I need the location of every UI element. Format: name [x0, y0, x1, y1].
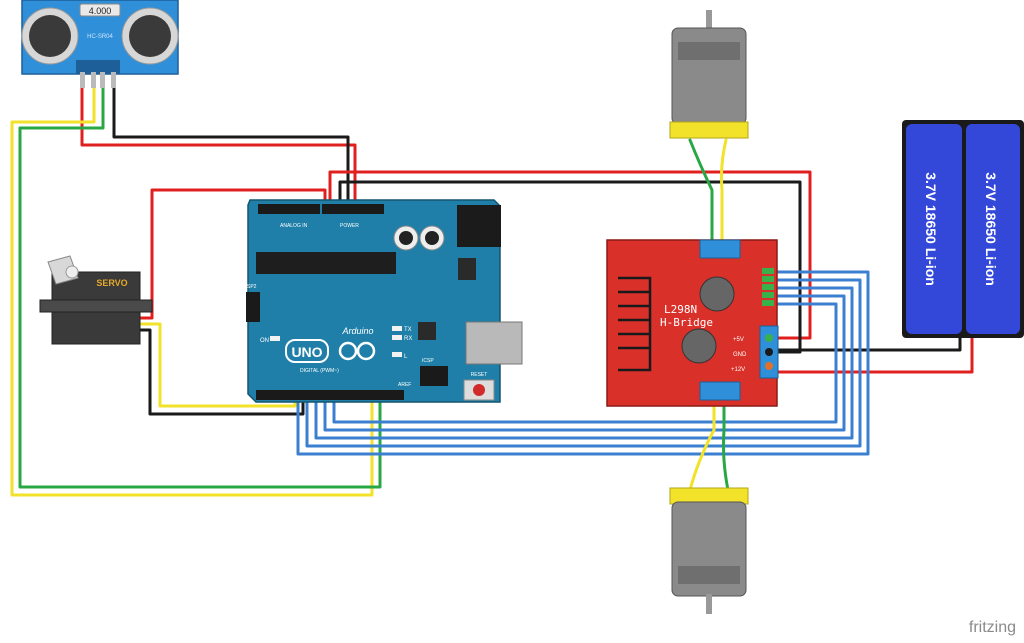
driver-name-label: L298N	[664, 303, 697, 316]
driver-heatsink	[618, 276, 652, 372]
driver-5v-label: +5V	[733, 337, 744, 343]
arduino-analog-label: ANALOG IN	[280, 223, 308, 229]
arduino-reset-label: RESET	[471, 372, 488, 378]
wire-motor-top-b	[720, 138, 728, 247]
l298n-motor-driver: L298N H-Bridge +5V GND +12V	[606, 239, 779, 407]
wire-control-4	[323, 294, 846, 432]
driver-gnd-label: GND	[733, 352, 747, 358]
ultrasonic-sensor: 4.000 HC-SR04	[21, 0, 179, 88]
arduino-digital-label: DIGITAL (PWM~)	[300, 368, 339, 374]
dc-motor-bottom	[669, 487, 749, 614]
driver-subtitle-label: H-Bridge	[660, 316, 713, 329]
driver-motor-b-terminal	[699, 381, 741, 401]
wire-gnd-to-driver	[338, 180, 802, 354]
wire-servo-ground	[138, 328, 305, 416]
arduino-infinity-logo-icon	[338, 341, 376, 361]
arduino-uno-board: RESET ANALOG IN POWER DIGITAL (PWM~) ICS…	[242, 199, 523, 403]
wire-control-5	[332, 302, 838, 424]
arduino-digital-header	[256, 390, 404, 400]
battery-cell-2-label: 3.7V 18650 Li-ion	[983, 172, 999, 286]
wire-sensor-vcc	[80, 86, 357, 214]
wire-servo-power	[138, 188, 327, 320]
arduino-icsp-header	[420, 366, 448, 386]
wire-battery-negative	[768, 333, 962, 352]
arduino-aref-label: AREF	[398, 382, 411, 388]
driver-12v-label: +12V	[731, 367, 745, 373]
wire-motor-bottom-b	[722, 395, 730, 492]
arduino-top-headers	[258, 204, 384, 214]
arduino-rx-label: RX	[404, 336, 412, 342]
sensor-model-label: HC-SR04	[87, 34, 113, 40]
arduino-l-label: L	[404, 354, 408, 360]
arduino-icsp2-label: ICSP2	[242, 284, 257, 290]
driver-motor-a-terminal	[699, 239, 741, 259]
wire-control-2	[305, 278, 862, 448]
wire-sensor-gnd	[112, 86, 350, 214]
arduino-model-label: UNO	[291, 344, 322, 360]
battery-cell-1	[906, 124, 962, 334]
dc-motor-top	[669, 10, 749, 139]
wire-control-1	[296, 270, 870, 456]
wire-sensor-trig	[10, 86, 374, 497]
battery-pack: 3.7V 18650 Li-ion 3.7V 18650 Li-ion	[902, 120, 1024, 338]
wire-battery-positive	[770, 333, 974, 374]
wire-sensor-echo	[18, 86, 382, 489]
wire-motor-top-a	[688, 138, 714, 247]
arduino-power-label: POWER	[340, 223, 359, 229]
fritzing-watermark: fritzing	[969, 619, 1016, 636]
arduino-tx-label: TX	[404, 327, 412, 333]
wire-motor-bottom-a	[688, 395, 716, 492]
servo-label: SERVO	[96, 278, 127, 288]
sensor-crystal-label: 4.000	[89, 6, 112, 16]
arduino-brand-label: Arduino	[341, 326, 373, 336]
sensor-pins	[80, 72, 116, 88]
battery-cell-1-label: 3.7V 18650 Li-ion	[923, 172, 939, 286]
driver-control-pins	[762, 268, 774, 306]
battery-cell-2	[966, 124, 1020, 334]
arduino-on-label: ON	[260, 338, 269, 344]
arduino-icsp-label: ICSP	[422, 358, 434, 364]
arduino-icsp2-header	[246, 292, 260, 322]
wire-control-3	[314, 286, 854, 440]
wires	[10, 86, 974, 497]
servo-motor: SERVO	[39, 255, 153, 345]
